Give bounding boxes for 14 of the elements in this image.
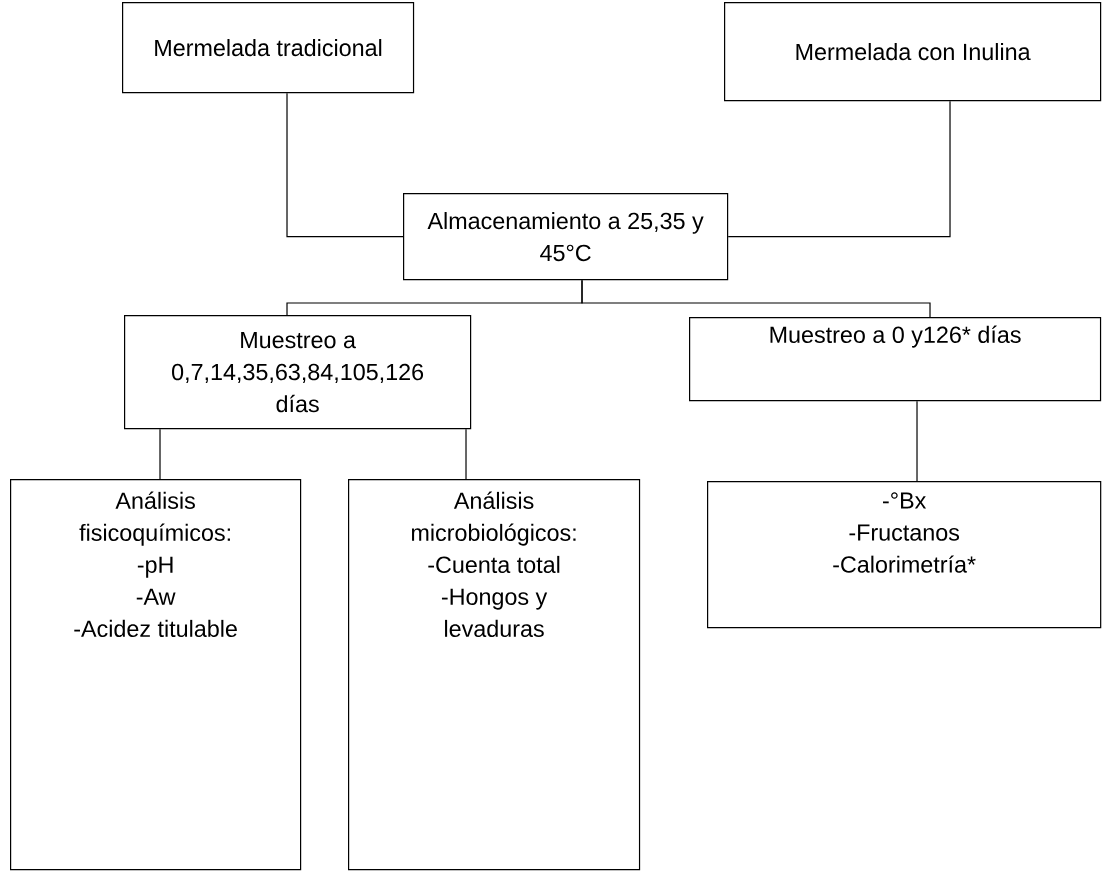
process-box: Mermelada con Inulina — [724, 2, 1102, 102]
connector-line — [286, 92, 404, 238]
connector-line — [159, 428, 161, 480]
process-box: Almacenamiento a 25,35 y 45°C — [403, 193, 729, 281]
connector-line — [727, 100, 951, 238]
process-box: -°Bx -Fructanos -Calorimetría* — [707, 481, 1102, 629]
connector-line — [916, 400, 918, 482]
process-box: Muestreo a 0 y126* días — [689, 317, 1102, 402]
process-box: Análisis microbiológicos: -Cuenta total -Hongos y levaduras — [348, 479, 641, 871]
process-box: Muestreo a 0,7,14,35,63,84,105,126 días — [124, 315, 472, 430]
process-box: Mermelada tradicional — [122, 2, 415, 94]
connector-line — [465, 428, 467, 480]
process-box: Análisis fisicoquímicos: -pH -Aw -Acidez titulable — [10, 479, 302, 871]
connector-line — [581, 279, 931, 318]
